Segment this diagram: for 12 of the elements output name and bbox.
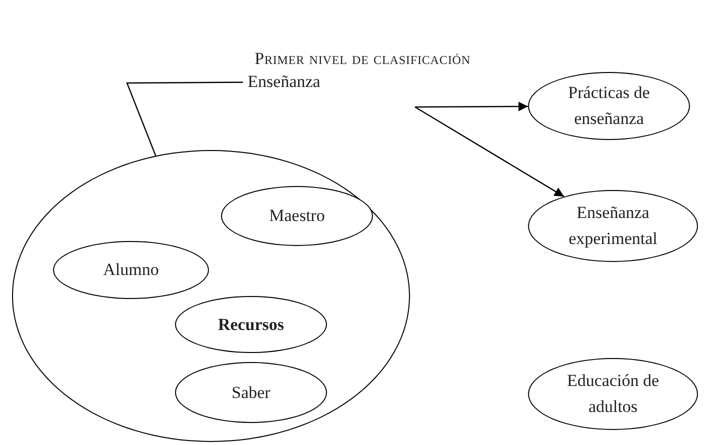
title: Primer nivel de clasificación	[254, 48, 472, 70]
label-text: Enseñanza	[243, 70, 325, 94]
ellipse-node: Educación de adultos	[528, 358, 698, 430]
ellipse-node: Enseñanza experimental	[528, 190, 698, 262]
arrow	[414, 106, 564, 198]
ellipse-node: Alumno	[53, 241, 209, 299]
ellipse-node: Prácticas de enseñanza	[528, 72, 690, 140]
ellipse-node: Maestro	[221, 186, 373, 246]
ellipse-node: Recursos	[175, 296, 327, 353]
arrow	[415, 102, 528, 112]
ellipse-node: Saber	[175, 362, 327, 423]
leader-line	[126, 82, 243, 156]
